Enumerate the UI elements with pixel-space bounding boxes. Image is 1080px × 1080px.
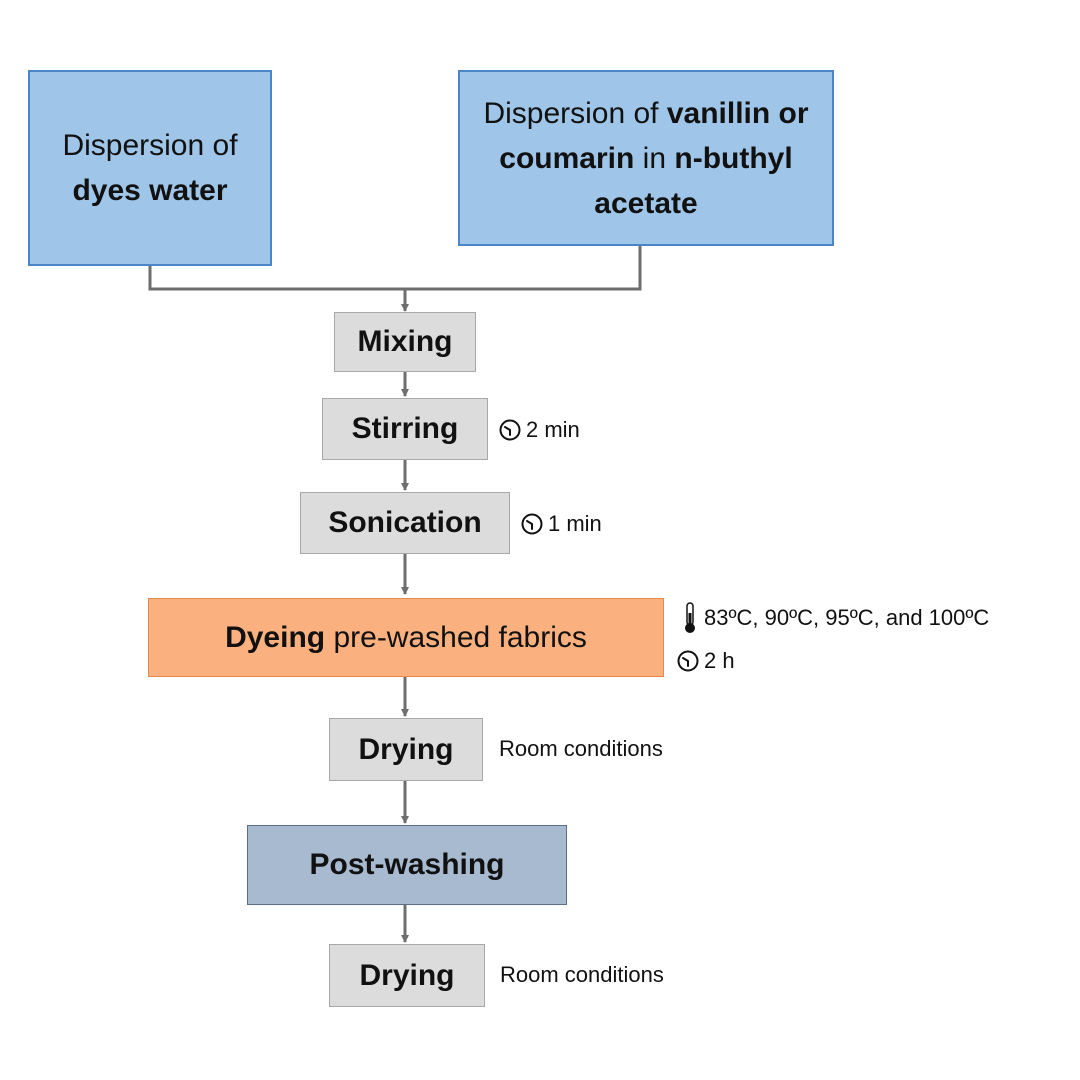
clock-icon (521, 513, 543, 535)
drying-2-label: Drying (359, 958, 455, 992)
fragrance-dispersion-middle: in (642, 141, 667, 175)
stirring-step: Stirring (322, 398, 488, 460)
drying-2-conditions-text: Room conditions (500, 962, 664, 987)
dyeing-rest-label: pre-washed fabrics (333, 620, 587, 654)
dyeing-bold-label: Dyeing (225, 620, 326, 654)
clock-icon (677, 650, 699, 672)
stirring-time-text: 2 min (526, 417, 580, 442)
fragrance-dispersion-compounds: vanillin or coumarin (499, 96, 809, 175)
fragrance-dispersion-box: Dispersion of vanillin or coumarin in n-… (458, 70, 834, 246)
stirring-label: Stirring (351, 412, 459, 445)
post-washing-label: Post-washing (309, 848, 505, 881)
dyeing-temperature-text: 83ºC, 90ºC, 95ºC, and 100ºC (704, 605, 990, 630)
dyes-dispersion-bold: dyes water (72, 174, 228, 207)
stirring-time-note: 2 min (498, 417, 580, 443)
sonication-label: Sonication (328, 506, 482, 539)
mixing-label: Mixing (357, 325, 453, 358)
sonication-step: Sonication (300, 492, 510, 554)
dyes-dispersion-prefix: Dispersion of (62, 129, 238, 162)
drying-step-1: Drying (329, 718, 483, 781)
post-washing-step: Post-washing (247, 825, 567, 905)
drying-2-conditions-note: Room conditions (500, 962, 664, 988)
dyeing-text: Dyeing pre-washed fabrics (225, 621, 587, 655)
dyeing-time-note: 2 h (676, 648, 735, 674)
sonication-time-note: 1 min (520, 511, 602, 537)
dyeing-step: Dyeing pre-washed fabrics (148, 598, 664, 677)
dyes-dispersion-box: Dispersion of dyes water (28, 70, 272, 266)
drying-step-2: Drying (329, 944, 485, 1007)
merge-connector (148, 245, 642, 311)
dyeing-temperature-note: 83ºC, 90ºC, 95ºC, and 100ºC (680, 601, 989, 635)
sonication-time-text: 1 min (548, 511, 602, 536)
drying-1-conditions-note: Room conditions (499, 736, 663, 762)
dyeing-time-text: 2 h (704, 648, 735, 673)
dyes-dispersion-text: Dispersion of dyes water (62, 123, 237, 213)
drying-1-conditions-text: Room conditions (499, 736, 663, 761)
clock-icon (499, 419, 521, 441)
fragrance-dispersion-solvent: n-buthyl acetate (594, 141, 793, 220)
mixing-step: Mixing (334, 312, 476, 372)
fragrance-dispersion-prefix: Dispersion of (483, 96, 659, 130)
drying-1-label: Drying (358, 732, 454, 766)
thermometer-icon (685, 602, 695, 633)
fragrance-dispersion-text: Dispersion of vanillin or coumarin in n-… (472, 91, 820, 226)
